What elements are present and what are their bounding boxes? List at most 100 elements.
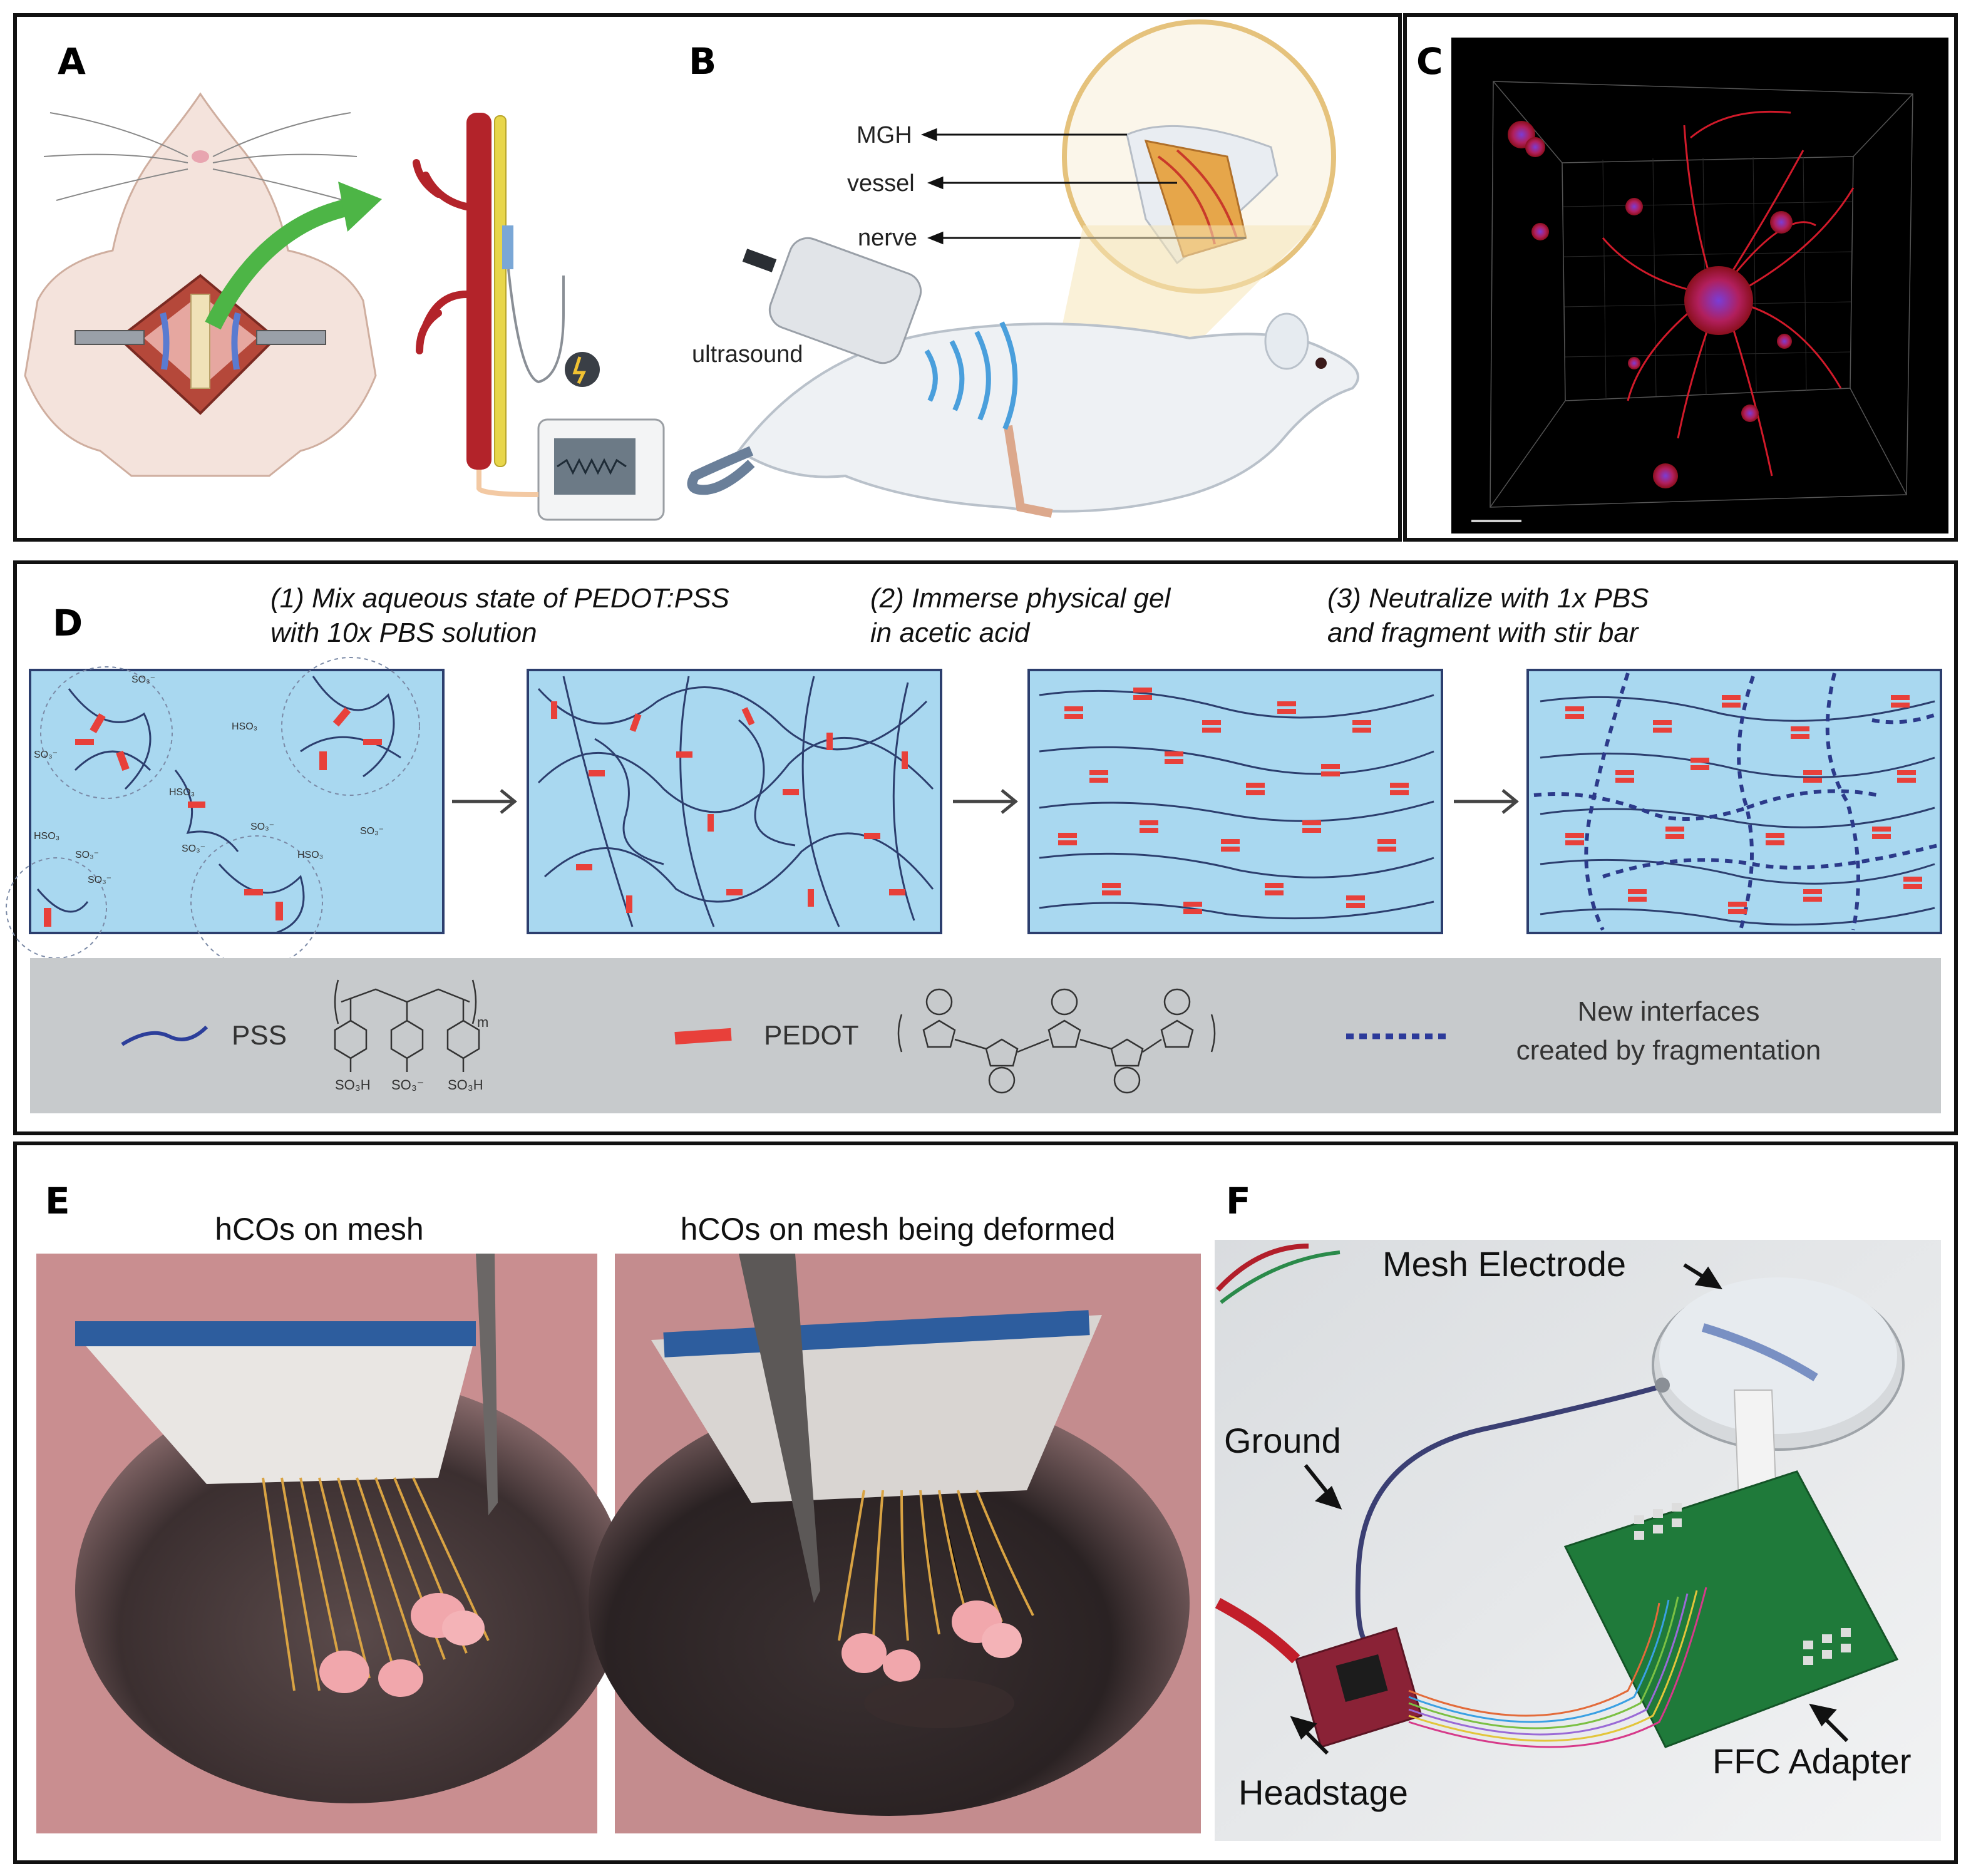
ribbon-wires <box>1408 1587 1707 1748</box>
ion-label: SO₃⁻ <box>75 850 99 860</box>
nerve-strip <box>494 115 507 467</box>
cell <box>1625 198 1643 215</box>
monitor-waveform <box>557 458 627 475</box>
step-3-line-1: (3) Neutralize with 1x PBS <box>1327 583 1649 614</box>
pss-group-label: SO₃H <box>448 1077 483 1093</box>
artery-branches <box>413 159 470 354</box>
cell-cluster <box>1684 266 1753 335</box>
ion-label: SO₃⁻ <box>88 875 111 885</box>
pss-repeat-index: m <box>477 1014 488 1030</box>
vessel-right <box>231 312 241 370</box>
rat-nose <box>192 150 209 163</box>
stage-1-box <box>29 669 445 934</box>
cell <box>1770 211 1793 234</box>
step-3-line-2: and fragment with stir bar <box>1327 617 1640 648</box>
cell <box>1653 463 1678 488</box>
label-mesh-electrode: Mesh Electrode <box>1382 1244 1626 1284</box>
panel-e-letter: E <box>45 1180 70 1222</box>
organoid <box>442 1611 485 1646</box>
photo-left-title: hCOs on mesh <box>215 1212 423 1247</box>
organoid <box>841 1633 887 1673</box>
pss-legend-symbol <box>121 1025 208 1046</box>
ion-label: SO₃⁻ <box>34 750 58 760</box>
organoid <box>982 1623 1022 1658</box>
ground-wire <box>1355 1384 1660 1642</box>
legend-pedot-label: PEDOT <box>764 1020 859 1051</box>
mesh-electrode-device <box>1701 1323 1818 1381</box>
rat-ear <box>1264 312 1309 370</box>
stimulator <box>565 352 600 387</box>
mesh-substrate <box>75 1334 476 1484</box>
connector-edge <box>75 1321 476 1346</box>
step-2-line-1: (2) Immerse physical gel <box>870 583 1171 614</box>
cell <box>1531 223 1549 240</box>
legend-interfaces-line-2: created by fragmentation <box>1516 1035 1821 1066</box>
pedot-structure <box>897 988 1216 1094</box>
lightning-icon <box>572 356 586 384</box>
artery <box>466 113 491 470</box>
step-1-line-1: (1) Mix aqueous state of PEDOT:PSS <box>270 583 729 614</box>
ion-label: SO₃⁻ <box>250 822 274 832</box>
cell <box>1741 405 1759 422</box>
cell <box>1525 137 1545 157</box>
green-wire <box>1220 1250 1341 1304</box>
stage-1-content: SO₃⁻ HSO₃ SO₃⁻ SO₃⁻ HSO₃ SO₃⁻ HSO₃ SO₃⁻ … <box>6 657 420 968</box>
stage-2-content <box>537 676 934 927</box>
ultrasound-probe <box>742 237 922 364</box>
stage-3-content <box>1039 688 1434 920</box>
catheter <box>476 470 539 497</box>
confocal-content <box>1471 81 1913 522</box>
photo-right-title: hCOs on mesh being deformed <box>681 1212 1116 1247</box>
label-nerve: nerve <box>858 225 917 251</box>
cuff-electrode <box>502 225 513 269</box>
3d-bounding-box <box>1490 81 1913 508</box>
pss-group-label: SO₃H <box>335 1077 371 1093</box>
stage-4-content <box>1533 673 1939 931</box>
fragment-boundaries <box>1533 673 1939 931</box>
pss-group-label: SO₃⁻ <box>391 1077 424 1093</box>
label-headstage: Headstage <box>1238 1773 1408 1812</box>
step-1-line-2: with 10x PBS solution <box>270 617 537 648</box>
legend-interfaces-line-1: New interfaces <box>1577 996 1759 1027</box>
headstage-chip <box>1335 1654 1388 1703</box>
lead-wire <box>507 269 565 384</box>
stage-3-box <box>1027 669 1443 934</box>
pss-structure <box>334 979 480 1072</box>
cell <box>1628 357 1640 369</box>
ion-label: HSO₃ <box>232 721 257 732</box>
debris-tissue <box>864 1678 1014 1728</box>
panel-a-letter: A <box>58 40 86 83</box>
label-mgh: MGH <box>857 122 912 148</box>
ultrasound-waves <box>924 321 1018 430</box>
organoid <box>883 1649 920 1682</box>
panel-c-letter: C <box>1416 40 1443 83</box>
label-ultrasound: ultrasound <box>692 341 803 368</box>
dish-well <box>589 1390 1190 1816</box>
photo-recording-setup: Mesh Electrode Ground Headstage FFC Adap… <box>1215 1240 1941 1841</box>
label-ground: Ground <box>1224 1421 1341 1460</box>
photo-hcos-deformed <box>589 1254 1201 1833</box>
ground-connector <box>1655 1378 1670 1393</box>
red-wire <box>1216 1244 1309 1292</box>
trachea <box>190 294 210 389</box>
tweezer-tip <box>739 1254 820 1603</box>
label-vessel: vessel <box>847 170 915 197</box>
retractor-right <box>256 330 326 345</box>
ion-label: SO₃⁻ <box>131 674 155 685</box>
panel-b-illustration: MGH vessel nerve ultrasound <box>687 19 1359 518</box>
process-arrows <box>452 789 1519 814</box>
panel-b-letter: B <box>689 40 716 83</box>
tether-cable <box>1215 1598 1300 1664</box>
organoid <box>378 1659 423 1697</box>
pedot-legend-symbol <box>674 1028 732 1045</box>
cell <box>1777 334 1792 349</box>
panel-a-illustration <box>24 92 665 521</box>
rat-eye <box>1315 358 1327 369</box>
label-ffc-adapter: FFC Adapter <box>1712 1741 1911 1781</box>
green-arrow-shaft <box>205 198 353 330</box>
ion-label: SO₃⁻ <box>182 843 205 854</box>
whiskers <box>43 112 358 201</box>
rat-tail <box>687 446 755 495</box>
ion-label: HSO₃ <box>297 850 323 860</box>
